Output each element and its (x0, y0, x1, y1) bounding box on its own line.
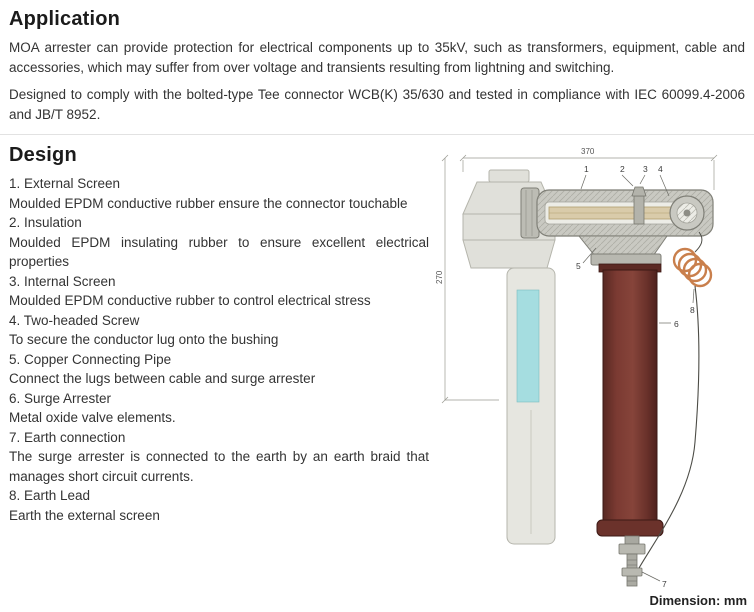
design-item-label: 3. Internal Screen (9, 273, 116, 289)
design-item-label: 5. Copper Connecting Pipe (9, 351, 172, 367)
callout-6: 6 (674, 319, 679, 329)
list-item: 7. Earth connection The surge arrester i… (9, 428, 429, 487)
list-item: 4. Two-headed Screw To secure the conduc… (9, 311, 429, 350)
application-paragraph-1: MOA arrester can provide protection for … (9, 40, 745, 75)
design-item-desc: Earth the external screen (9, 507, 160, 523)
list-item: 2. Insulation Moulded EPDM insulating ru… (9, 213, 429, 272)
dimension-height (441, 154, 499, 404)
callout-leaders (580, 174, 695, 582)
callout-3: 3 (643, 164, 648, 174)
earth-stud (618, 535, 646, 587)
application-paragraph-2: Designed to comply with the bolted-type … (9, 87, 745, 122)
callout-4: 4 (658, 164, 663, 174)
list-item: 6. Surge Arrester Metal oxide valve elem… (9, 389, 429, 428)
callout-7: 7 (662, 579, 667, 589)
two-headed-screw (631, 186, 647, 225)
list-item: 1. External Screen Moulded EPDM conducti… (9, 174, 429, 213)
dimension-width-label: 370 (581, 147, 595, 156)
dimension-width (459, 154, 718, 190)
earth-lead-coil (672, 231, 713, 288)
callout-5: 5 (576, 261, 581, 271)
list-item: 3. Internal Screen Moulded EPDM conducti… (9, 272, 429, 311)
design-item-desc: Moulded EPDM insulating rubber to ensure… (9, 234, 429, 270)
tee-connector-body (520, 186, 714, 266)
callout-8: 8 (690, 305, 695, 315)
design-section: Design 1. External Screen Moulded EPDM c… (9, 142, 747, 608)
design-item-label: 8. Earth Lead (9, 488, 91, 503)
arrester-cross-section-diagram: 370 270 (435, 147, 718, 589)
design-item-label: 7. Earth connection (9, 429, 126, 445)
design-item-desc: Moulded EPDM conductive rubber to contro… (9, 293, 371, 308)
dimension-note: Dimension: mm (649, 593, 747, 608)
connector-end-cap (669, 195, 705, 231)
design-item-label: 1. External Screen (9, 176, 121, 191)
design-list: 1. External Screen Moulded EPDM conducti… (9, 174, 429, 525)
list-item: 8. Earth Lead Earth the external screen (9, 486, 429, 525)
earth-braid-wire (638, 285, 700, 569)
design-item-desc: The surge arrester is connected to the e… (9, 449, 429, 484)
design-item-desc: Metal oxide valve elements. (9, 410, 176, 425)
design-item-desc: Connect the lugs between cable and surge… (9, 371, 316, 386)
callout-numbers: 1 2 3 4 5 6 7 8 (576, 164, 695, 589)
callout-2: 2 (620, 164, 625, 174)
design-item-label: 4. Two-headed Screw (9, 312, 140, 328)
design-title: Design (9, 144, 77, 166)
bushing-core (516, 289, 540, 403)
diagram-column: 370 270 (429, 142, 749, 608)
dimension-height-label: 270 (435, 270, 444, 284)
callout-1: 1 (584, 164, 589, 174)
design-item-label: 6. Surge Arrester (9, 390, 112, 406)
design-item-label: 2. Insulation (9, 215, 82, 230)
surge-arrester-body (596, 263, 664, 537)
design-item-desc: Moulded EPDM conductive rubber ensure th… (9, 195, 408, 211)
application-title: Application (9, 8, 121, 30)
design-item-desc: To secure the conductor lug onto the bus… (9, 332, 279, 347)
design-text-column: Design 1. External Screen Moulded EPDM c… (9, 142, 429, 525)
section-divider (0, 134, 754, 135)
list-item: 5. Copper Connecting Pipe Connect the lu… (9, 350, 429, 389)
